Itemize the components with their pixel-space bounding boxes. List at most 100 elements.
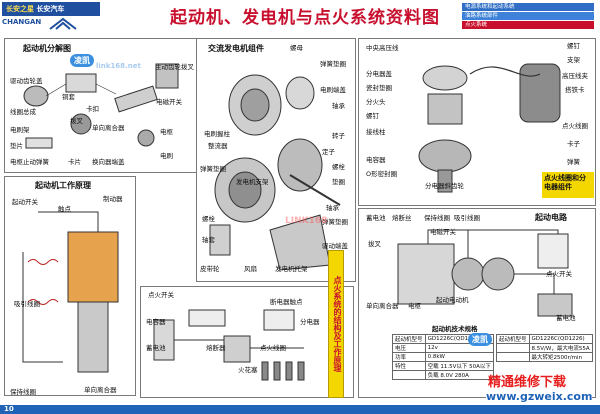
spec-cell: 空载 11.5V以下 50A以下	[424, 361, 495, 371]
alternator-label: 定子	[322, 148, 335, 156]
distributor-label: 螺钉	[567, 42, 580, 50]
nav-item-ignition[interactable]: 点火系统	[462, 21, 594, 29]
distributor-label: 中央高压线	[366, 44, 399, 52]
starter-label: 垫片	[10, 142, 23, 150]
alternator-label: 螺母	[290, 44, 303, 52]
distributor-label: 分电器斜齿轮	[425, 182, 464, 190]
distributor-label: 高压线夹	[562, 72, 588, 80]
ignition-label: 断电器触点	[270, 298, 303, 306]
distributor-label: 电容器	[366, 156, 386, 164]
starter-work-label: 触点	[58, 205, 71, 213]
distributor-label: 接线柱	[366, 128, 386, 136]
spec-cell: 电压	[392, 343, 426, 353]
spec-cell: 8.5V/W，最大电流55A	[528, 343, 593, 353]
alternator-label: 发电机托架	[275, 265, 308, 273]
nav-item-power[interactable]: 电源系统和起动系统	[462, 3, 594, 11]
distributor-label: 支架	[567, 56, 580, 64]
ignition-label: 分电器	[300, 318, 320, 326]
ignition-work-title: 点火系统的结构及工作原理	[328, 250, 344, 398]
distributor-panel-title: 点火线圈和分电器组件	[542, 172, 594, 198]
watermark: LINK168	[285, 216, 328, 226]
alternator-label: 弹簧垫圈	[322, 218, 348, 226]
spec-cell	[392, 370, 426, 380]
circuit-label: 点火开关	[546, 270, 572, 278]
page-title: 起动机、发电机与点火系统资料图	[170, 8, 440, 28]
starter-circuit-title: 起动电路	[532, 212, 570, 223]
alternator-panel-title: 交流发电机组件	[205, 43, 267, 54]
distributor-label: O形密封圈	[366, 170, 398, 178]
distributor-label: 分电器盖	[366, 70, 392, 78]
changan-logo-text: CHANGAN	[2, 18, 42, 26]
header: 长安之星 长安汽车 CHANGAN 起动机、发电机与点火系统资料图 电源系统和起…	[0, 0, 600, 34]
spec-table-title: 起动机技术规格	[432, 325, 478, 333]
brand-badge: 长安之星 长安汽车	[2, 2, 100, 16]
spec-cell	[496, 352, 530, 362]
starter-work-label: 保持线圈	[10, 388, 36, 396]
changan-logo-icon	[49, 17, 77, 30]
alternator-label: 轴承	[332, 102, 345, 110]
ignition-label: 点火线圈	[260, 344, 286, 352]
watermark-badge: 凌凯	[70, 54, 94, 67]
brand-top-label: 长安之星	[6, 5, 34, 13]
spec-cell: 0.8kW	[424, 352, 495, 362]
distributor-label: 分火头	[366, 98, 386, 106]
alternator-exploded-drawing	[209, 74, 341, 271]
spec-header: 起动机型号	[496, 334, 530, 344]
ignition-label: 点火开关	[148, 291, 174, 299]
alternator-label: 弹簧垫圈	[320, 60, 346, 68]
alternator-label: 螺栓	[202, 215, 215, 223]
site-title: 精通维修下载	[488, 375, 567, 390]
alternator-label: 弹簧垫圈	[200, 165, 226, 173]
starter-exploded-drawing	[23, 63, 179, 149]
alternator-label: 驱动端盖	[322, 242, 348, 250]
circuit-label: 电磁开关	[430, 228, 456, 236]
starter-work-drawing	[22, 211, 119, 373]
spec-header: GD1226C(QD1226)	[528, 334, 593, 344]
watermark: link168.net	[96, 62, 141, 70]
page-number: 10	[4, 405, 14, 413]
distributor-label: 卡子	[567, 140, 580, 148]
starter-label: 电刷架	[10, 126, 30, 134]
alternator-label: 整流器	[208, 142, 228, 150]
footer-bar	[0, 405, 600, 414]
watermark-badge: 凌凯	[468, 333, 492, 346]
starter-label: 电枢	[160, 128, 173, 136]
ignition-circuit-drawing	[153, 309, 305, 381]
distributor-label: 瓷封垫圈	[366, 84, 392, 92]
starter-label: 主动齿轮拨叉	[155, 63, 194, 71]
alternator-label: 风扇	[244, 265, 257, 273]
alternator-label: 转子	[332, 132, 345, 140]
starter-label: 驱动齿轮盖	[10, 77, 43, 85]
alternator-label: 螺栓	[332, 163, 345, 171]
circuit-label: 保持线圈	[424, 214, 450, 222]
spec-cell	[496, 343, 530, 353]
ignition-label: 熔断器	[206, 344, 226, 352]
nav-item-fuel[interactable]: 油路系统部件	[462, 12, 594, 20]
starter-work-label: 制动器	[103, 195, 123, 203]
ignition-label: 蓄电池	[146, 344, 166, 352]
site-url[interactable]: www.gzweix.com	[486, 390, 593, 403]
ignition-label: 火花塞	[238, 366, 258, 374]
circuit-label: 熔断丝	[392, 214, 412, 222]
starter-label: 电枢止动弹簧	[10, 158, 49, 166]
circuit-label: 单向离合器	[366, 302, 399, 310]
spec-cell: 负载 8.0V 280A	[424, 370, 495, 380]
alternator-label: 轴套	[202, 236, 215, 244]
circuit-label: 蓄电池	[556, 314, 576, 322]
distributor-label: 弹簧	[567, 158, 580, 166]
circuit-label: 吸引线圈	[454, 214, 480, 222]
starter-label: 卡扣	[86, 105, 99, 113]
alternator-label: 电刷端盖	[320, 86, 346, 94]
circuit-label: 蓄电池	[366, 214, 386, 222]
spec-cell: 特性	[392, 361, 426, 371]
brand-top-label-2: 长安汽车	[36, 5, 65, 13]
distributor-drawing	[418, 63, 561, 193]
starter-circuit-drawing	[397, 229, 573, 317]
alternator-label: 垫圈	[332, 178, 345, 186]
distributor-label: 点火线圈	[562, 122, 588, 130]
circuit-label: 起动电动机	[436, 296, 469, 304]
distributor-label: 螺钉	[366, 112, 379, 120]
starter-work-title: 起动机工作原理	[32, 180, 94, 191]
spec-cell: 功率	[392, 352, 426, 362]
